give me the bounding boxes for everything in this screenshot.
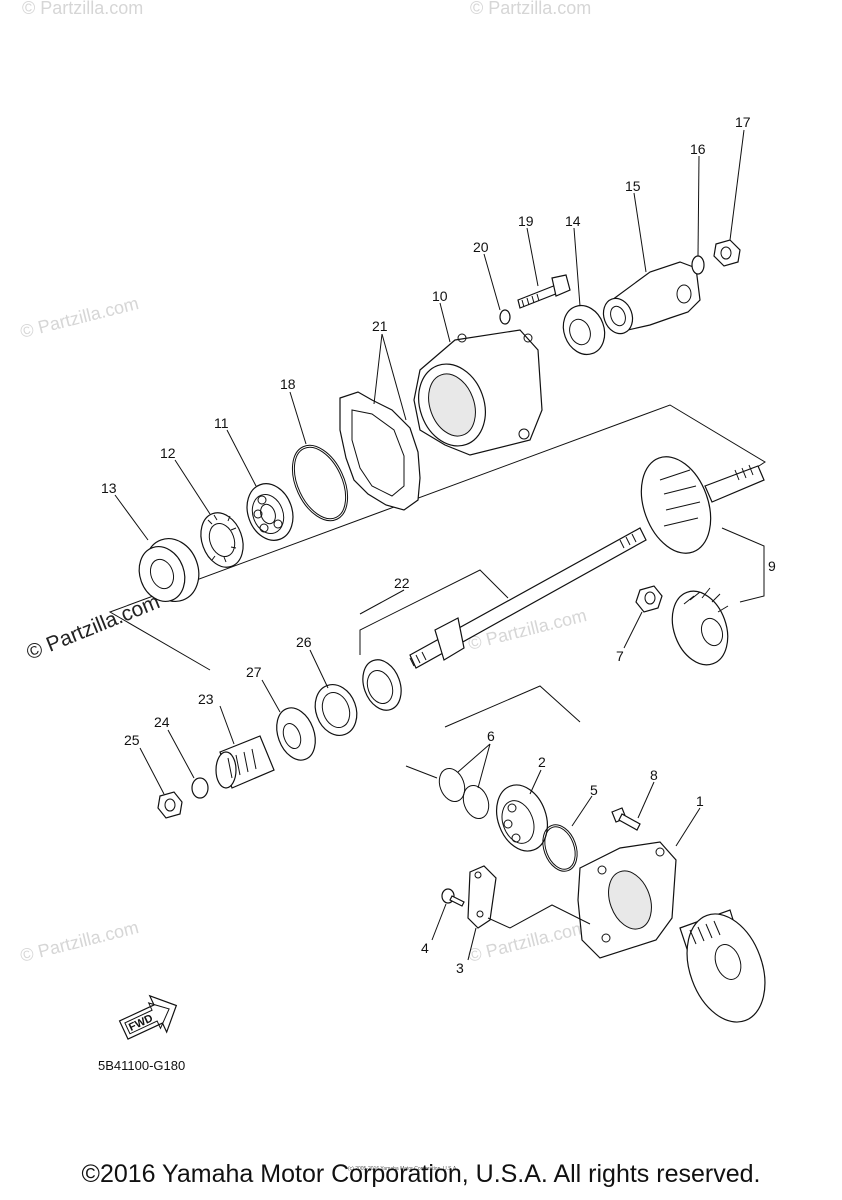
housing-10	[413, 329, 543, 456]
callout-19: 19	[518, 213, 534, 229]
bevel-gear-9b	[671, 587, 729, 666]
seal-12	[200, 512, 244, 568]
callout-18: 18	[280, 376, 296, 392]
callout-26: 26	[296, 634, 312, 650]
callout-24: 24	[154, 714, 170, 730]
bearing-22b	[362, 659, 402, 711]
callout-21: 21	[372, 318, 388, 334]
watermark: © Partzilla.com	[18, 917, 141, 966]
callout-labels: 1 2 3 4 5 6 7 8 9 10 11 12 13 14 15 16 1…	[101, 114, 776, 976]
callout-6: 6	[487, 728, 495, 744]
housing-1	[577, 841, 677, 959]
gasket-21	[339, 391, 421, 511]
bearing-13	[138, 538, 200, 602]
callout-7: 7	[616, 648, 624, 664]
bolt-8	[611, 807, 641, 831]
copyright-footer: ©2016 Yamaha Motor Corporation, U.S.A. A…	[81, 1160, 761, 1188]
bearing-11	[246, 483, 294, 541]
screw-4	[441, 888, 465, 907]
callout-27: 27	[246, 664, 262, 680]
callout-3: 3	[456, 960, 464, 976]
callout-9: 9	[768, 558, 776, 574]
oring-18	[291, 444, 349, 522]
callout-10: 10	[432, 288, 448, 304]
fwd-arrow-icon: FWD	[118, 994, 178, 1040]
callout-5: 5	[590, 782, 598, 798]
nut-7	[635, 585, 663, 613]
callout-12: 12	[160, 445, 176, 461]
leader-lower-2	[487, 904, 591, 929]
callout-8: 8	[650, 767, 658, 783]
seal-27	[276, 707, 316, 761]
bearing-2	[496, 784, 548, 852]
callout-11: 11	[214, 415, 229, 431]
oring-5	[542, 824, 578, 872]
shim-6a	[438, 768, 466, 802]
group-outline-mid	[444, 685, 581, 728]
bevel-gear-9a	[640, 456, 765, 554]
bearing-14	[562, 304, 606, 356]
watermark-main: © Partzilla.com	[23, 590, 163, 664]
watermark: © Partzilla.com	[22, 0, 143, 18]
plate-3	[467, 865, 497, 929]
watermark: © Partzilla.com	[470, 0, 591, 18]
callout-20: 20	[473, 239, 489, 255]
callout-15: 15	[625, 178, 641, 194]
washer-20	[499, 309, 511, 325]
callout-17: 17	[735, 114, 751, 130]
washer-16	[691, 255, 705, 275]
yoke-15	[602, 261, 701, 335]
nut-17	[713, 239, 741, 267]
callout-25: 25	[124, 732, 140, 748]
callout-2: 2	[538, 754, 546, 770]
callout-13: 13	[101, 480, 117, 496]
callout-22: 22	[394, 575, 410, 591]
group-outline-shaft	[359, 569, 509, 655]
watermark: © Partzilla.com	[18, 293, 141, 342]
diagram-code: 5B41100-G180	[98, 1058, 185, 1073]
callout-16: 16	[690, 141, 706, 157]
washer-24	[191, 777, 209, 799]
gear-shaft-1b	[679, 909, 766, 1023]
nut-25	[157, 791, 183, 819]
bracket-9	[721, 527, 765, 603]
callout-1: 1	[696, 793, 704, 809]
watermark: © Partzilla.com	[466, 917, 589, 966]
callout-14: 14	[565, 213, 581, 229]
shaft-22	[409, 527, 647, 669]
needle-bearing-23	[215, 735, 275, 789]
leader-lower	[405, 765, 438, 779]
small-copyright: (c) 2005-2016 Yamaha Motor Corporation, …	[348, 1166, 458, 1172]
bolt-19	[517, 274, 571, 309]
callout-23: 23	[198, 691, 214, 707]
callout-leaders	[114, 129, 745, 961]
shim-6b	[462, 785, 490, 819]
retainer-26	[314, 684, 358, 736]
callout-4: 4	[421, 940, 429, 956]
